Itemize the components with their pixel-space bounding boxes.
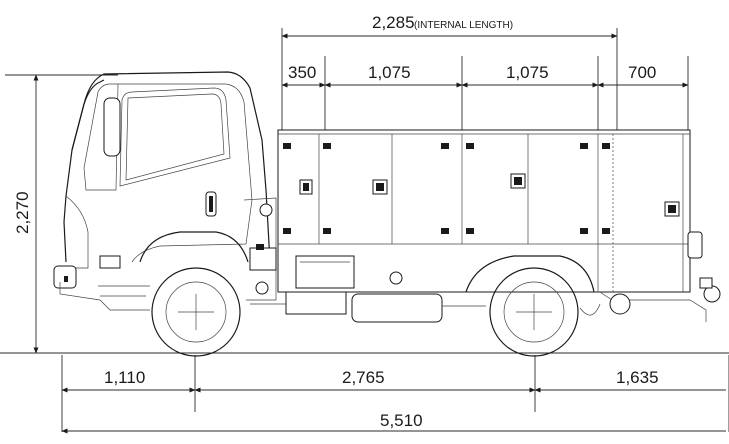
truck-cab — [53, 71, 277, 311]
toolbox-panel — [295, 255, 355, 289]
segment-4-value: 700 — [628, 63, 656, 82]
front-overhang-value: 1,110 — [104, 368, 145, 387]
headlight-icon — [99, 255, 121, 269]
dim-bottom: 1,110 2,765 1,635 5,510 — [61, 355, 729, 434]
wheelbase-value: 2,765 — [342, 368, 385, 387]
rear-overhang-value: 1,635 — [616, 368, 659, 387]
front-wheel — [151, 267, 241, 357]
rear-wheel — [489, 267, 579, 357]
overall-length-value: 5,510 — [380, 411, 423, 430]
dim-height: 2,270 — [5, 74, 118, 354]
segment-1-value: 350 — [288, 63, 316, 82]
dim-segments-top: 350 1,075 1,075 700 — [281, 56, 689, 130]
fuel-tank — [351, 293, 443, 323]
internal-length-note: (INTERNAL LENGTH) — [414, 20, 513, 31]
height-value: 2,270 — [13, 191, 32, 234]
dim-internal-length: 2,285 (INTERNAL LENGTH) — [281, 13, 618, 130]
segment-3-value: 1,075 — [506, 63, 549, 82]
service-body — [250, 129, 721, 323]
fuel-cap-icon — [389, 271, 403, 285]
internal-length-value: 2,285 — [372, 13, 415, 32]
segment-2-value: 1,075 — [368, 63, 411, 82]
